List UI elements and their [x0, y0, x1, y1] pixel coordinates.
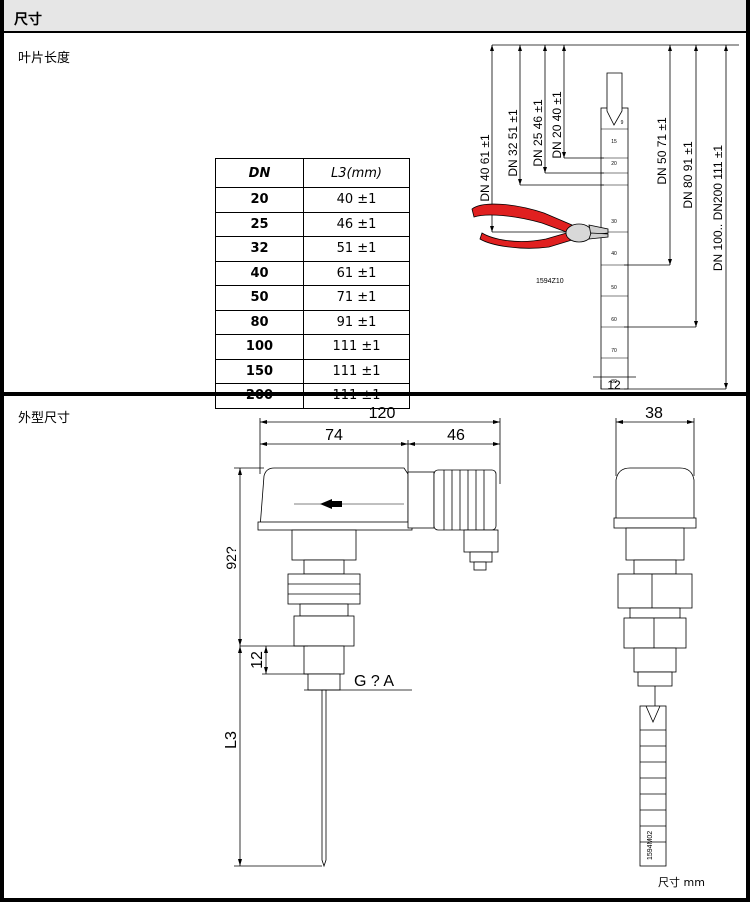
dim-dn80: DN 80 91 ±1 — [681, 141, 695, 209]
cell-l3: 91 ±1 — [303, 309, 410, 335]
cell-l3: 111 ±1 — [303, 358, 410, 384]
scale-mark: 70 — [611, 348, 617, 354]
dim-blade-width: 12 — [607, 378, 621, 392]
scale-mark: 40 — [611, 251, 617, 257]
cell-dn: 150 — [215, 358, 304, 384]
outline-drawing: 120 74 46 38 92? 12 G ? A L3 1594M02 尺寸 … — [223, 405, 705, 889]
dim-dn100: DN 100.. DN200 111 ±1 — [711, 145, 725, 272]
scale-mark: 80 — [611, 379, 617, 385]
scale-mark: 60 — [611, 317, 617, 323]
dim-dn20: DN 20 40 ±1 — [550, 91, 564, 159]
cell-l3: 51 ±1 — [303, 236, 410, 262]
header-l3-text: L3(mm) — [331, 165, 382, 181]
scale-mark: 15 — [611, 139, 617, 145]
cell-dn: 40 — [215, 260, 304, 286]
header-l3: L3(mm) — [303, 158, 410, 188]
dim-46: 46 — [447, 427, 465, 444]
dim-dn40: DN 40 61 ±1 — [478, 134, 492, 202]
drawing-code: 1594Z10 — [536, 278, 564, 285]
flow-arrow-icon — [320, 499, 332, 509]
dim-l3: L3 — [223, 731, 240, 749]
dim-74: 74 — [325, 427, 343, 444]
table-header-row: DN L3(mm) — [215, 158, 410, 188]
cell-l3: 111 ±1 — [303, 383, 410, 409]
dim-side-width: 38 — [645, 405, 663, 422]
title-bar: 尺寸 — [0, 0, 750, 33]
scale-mark: 50 — [611, 285, 617, 291]
dimension-arrows — [490, 45, 728, 389]
blade-length-label: 叶片长度 — [18, 51, 71, 66]
pliers-icon — [471, 203, 609, 249]
cell-l3: 46 ±1 — [303, 211, 410, 237]
cell-dn: 25 — [215, 211, 304, 237]
dim-dn25: DN 25 46 ±1 — [531, 99, 545, 167]
scale-mark: 20 — [611, 161, 617, 167]
drawing-code-side: 1594M02 — [647, 831, 654, 860]
unit-note: 尺寸 mm — [658, 875, 705, 889]
cell-dn: 200 — [215, 383, 304, 409]
blade-drawing: 9 15 20 30 40 50 60 70 80 DN 40 61 ±1 DN… — [471, 44, 739, 392]
blade-top-shank — [606, 72, 623, 126]
dim-dn32: DN 32 51 ±1 — [506, 109, 520, 177]
scale-mark: 30 — [611, 219, 617, 225]
dim-total-width: 120 — [369, 405, 396, 422]
scale-mark: 9 — [621, 120, 624, 126]
cell-l3: 71 ±1 — [303, 285, 410, 311]
dim-92: 92? — [223, 546, 239, 570]
dim-12: 12 — [249, 651, 266, 669]
dimension-arrows — [238, 420, 694, 866]
outline-dimensions-label: 外型尺寸 — [18, 411, 71, 426]
outline-dimensions-panel: 外型尺寸 — [4, 400, 746, 902]
blade-scale-marks: 9 15 20 30 40 50 60 70 80 — [611, 120, 623, 385]
cell-dn: 100 — [215, 334, 304, 360]
section-title: 尺寸 — [14, 12, 42, 28]
dim-dn50: DN 50 71 ±1 — [655, 117, 669, 185]
dim-thread: G ? A — [354, 673, 394, 690]
blade-body — [600, 107, 629, 390]
cell-l3: 61 ±1 — [303, 260, 410, 286]
